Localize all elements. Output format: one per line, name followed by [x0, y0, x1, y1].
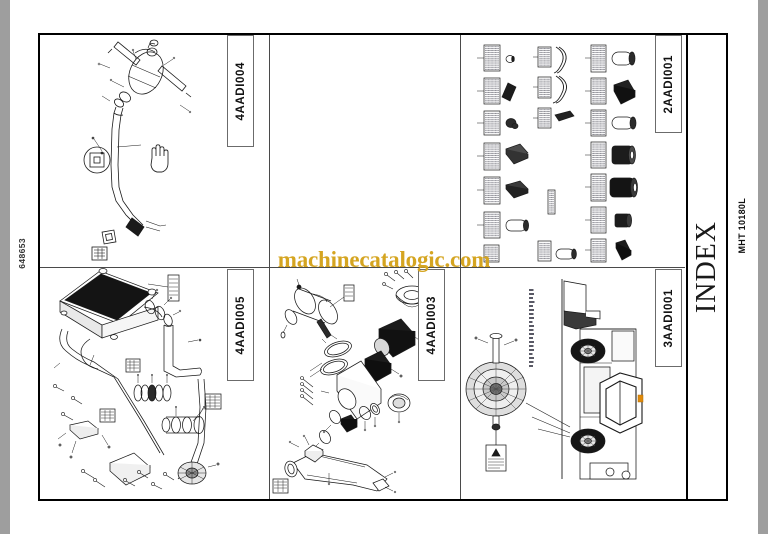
plate-panel-4aadi004[interactable]: 4AADI004 — [40, 35, 269, 267]
viewer-left-margin — [0, 0, 10, 534]
figure-telehandler-machine-overview — [460, 267, 685, 500]
plate-code-label: 4AADI005 — [234, 295, 247, 355]
index-spine-column: INDEX — [686, 35, 726, 499]
hand-cursor-glyph — [150, 144, 169, 173]
plate-code-tab-4aadi005[interactable]: 4AADI005 — [227, 269, 254, 381]
viewer-right-margin — [758, 0, 768, 534]
index-spine-title: INDEX — [691, 220, 722, 314]
plate-code-tab-4aadi003[interactable]: 4AADI003 — [418, 269, 445, 381]
catalog-plate-frame: 4AADI004 — [38, 33, 728, 501]
plate-code-label: 2AADI001 — [662, 54, 675, 114]
plate-code-label: 4AADI003 — [425, 295, 438, 355]
plate-panel-4aadi005[interactable]: 4AADI005 — [40, 267, 269, 500]
figure-radiator-cooling-hose-assembly — [40, 267, 269, 500]
figure-exhaust-muffler-tailpipe-assembly — [40, 35, 269, 267]
plate-panel-3aadi001[interactable]: 3AADI001 — [460, 267, 685, 500]
panel-divider-horizontal — [40, 267, 685, 268]
plate-code-tab-2aadi001[interactable]: 2AADI001 — [655, 35, 682, 133]
plate-panel-blank — [269, 35, 460, 267]
figure-filters-and-service-parts-chart — [460, 35, 685, 267]
plate-panel-4aadi003[interactable]: 4AADI003 — [269, 267, 460, 500]
plate-code-tab-4aadi004[interactable]: 4AADI004 — [227, 35, 254, 147]
figure-air-intake-filter-assembly — [269, 267, 460, 500]
plate-code-label: 3AADI001 — [662, 288, 675, 348]
sheet-number: 648653 — [17, 238, 27, 269]
plate-panel-2aadi001[interactable]: 2AADI001 — [460, 35, 685, 267]
plate-code-tab-3aadi001[interactable]: 3AADI001 — [655, 269, 682, 367]
caption-microtext — [529, 289, 535, 367]
plate-code-label: 4AADI004 — [234, 61, 247, 121]
model-code-label: MHT 10180L — [737, 198, 747, 254]
